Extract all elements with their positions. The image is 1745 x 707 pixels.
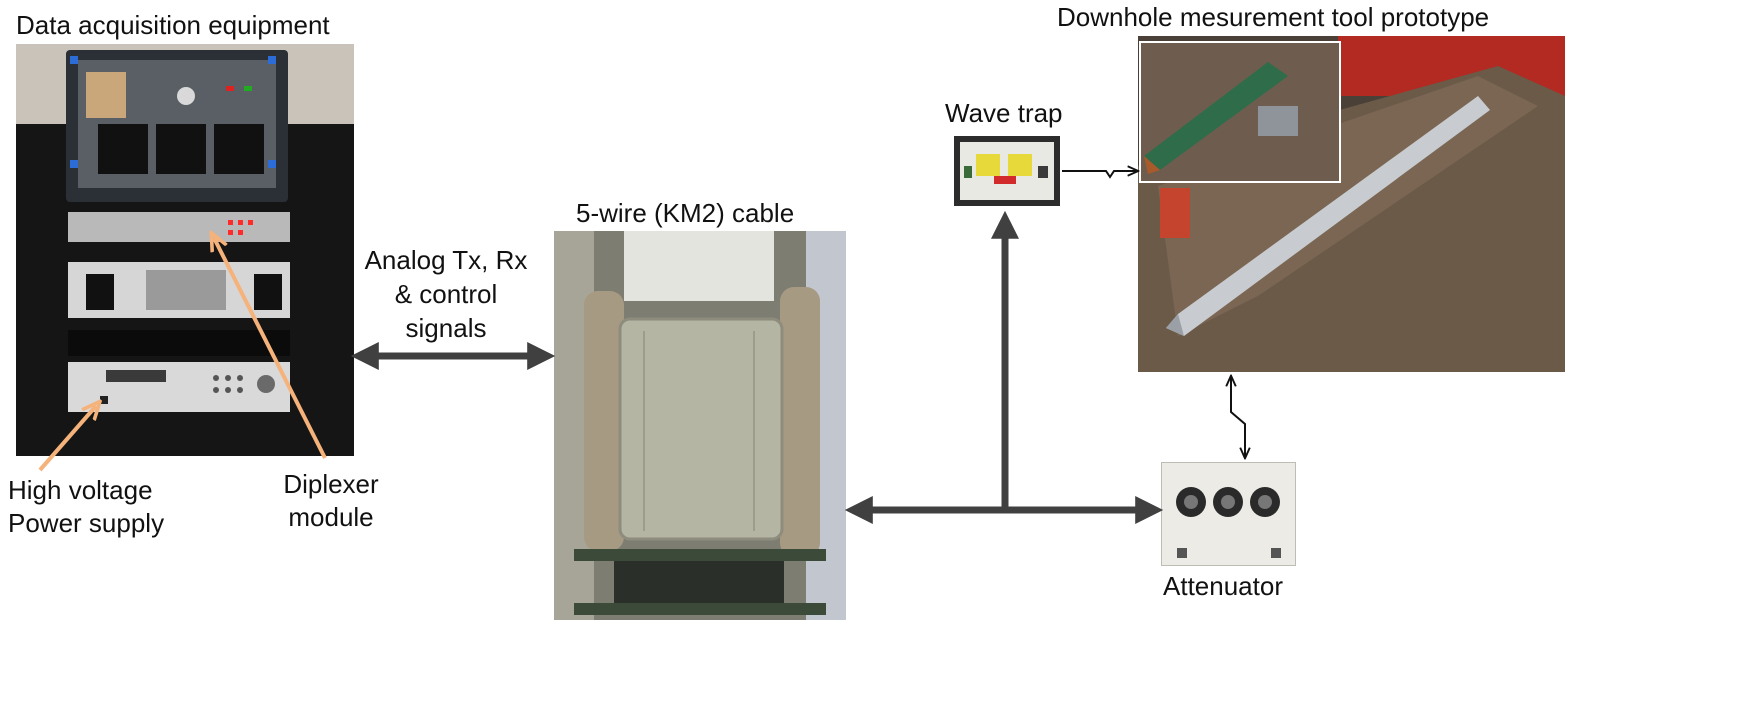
downhole-tool-photo (1138, 36, 1565, 372)
wave-trap-photo (954, 136, 1060, 206)
diplexer-pointer-arrow (214, 238, 327, 459)
signals-label-line-3: signals (405, 312, 487, 343)
wave-trap-tool-arrow (1062, 171, 1136, 179)
wave-trap-label: Wave trap (945, 98, 1063, 128)
downhole-tool-label: Downhole mesurement tool prototype (1057, 2, 1490, 32)
attenuator-label: Attenuator (1163, 571, 1283, 601)
hv-label-line-2: Power supply (8, 507, 165, 538)
signals-label: Analog Tx, Rx & control signals (358, 244, 534, 345)
signals-label-line-1: Analog Tx, Rx (364, 245, 528, 275)
cable-label: 5-wire (KM2) cable (576, 198, 795, 228)
cable-drum-photo (554, 231, 846, 620)
hv-power-supply-label: High voltage Power supply (8, 474, 164, 539)
hv-pointer-arrow (38, 406, 96, 472)
diplexer-label-line-2: module (288, 501, 374, 532)
diplexer-label: Diplexer module (276, 468, 386, 533)
tool-attenuator-arrow (1231, 378, 1245, 456)
signals-label-line-2: & control (394, 278, 498, 309)
hv-label-line-1: High voltage (8, 475, 153, 505)
data-acquisition-label: Data acquisition equipment (16, 10, 330, 40)
diplexer-label-line-1: Diplexer (283, 469, 379, 499)
attenuator-photo (1161, 462, 1296, 566)
